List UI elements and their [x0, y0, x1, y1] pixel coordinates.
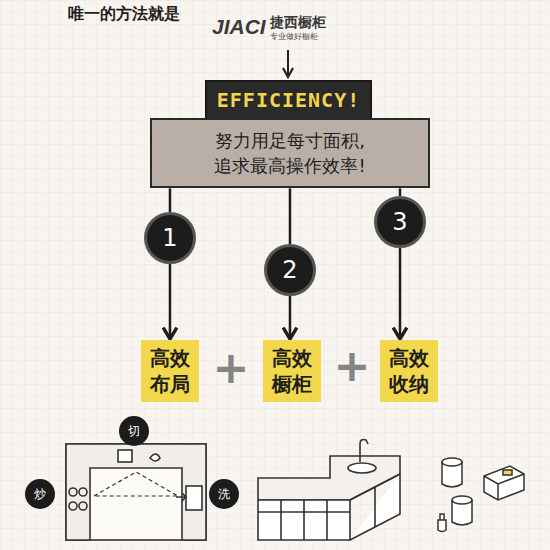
- node-text: 2: [282, 256, 297, 284]
- node-text: EFFICIENCY!: [217, 88, 360, 112]
- lead-text: 唯一的方法就是: [68, 6, 180, 22]
- task-marker: 洗: [209, 479, 239, 509]
- node-text: 高效布局: [150, 345, 190, 397]
- connector: [399, 188, 402, 196]
- watermark: JIACI: [212, 16, 266, 37]
- node-text: 1: [162, 224, 177, 252]
- connector: [289, 188, 292, 244]
- cabinet-drawing: [258, 440, 400, 541]
- watermark: 捷西橱柜: [270, 15, 326, 29]
- callout-number: 1: [144, 212, 196, 264]
- node-text: 高效收纳: [389, 345, 429, 397]
- connector: [289, 296, 292, 339]
- lead-arrow: [287, 50, 289, 77]
- callout-number: 2: [264, 244, 316, 296]
- storage-items: [438, 458, 524, 532]
- node-text: 切: [128, 423, 140, 440]
- task-marker: 切: [119, 416, 149, 446]
- title-banner: EFFICIENCY!: [205, 80, 372, 120]
- result-box: 高效布局: [141, 340, 199, 402]
- kitchen-plan: [66, 444, 206, 540]
- node-text: 洗: [218, 486, 230, 503]
- statement-box: 努力用足每寸面积, 追求最高操作效率!: [150, 118, 430, 188]
- plus-sign: +: [213, 346, 250, 390]
- result-box: 高效橱柜: [263, 340, 321, 402]
- result-box: 高效收纳: [380, 340, 438, 402]
- callout-number: 3: [374, 196, 426, 248]
- node-text: 努力用足每寸面积, 追求最高操作效率!: [214, 130, 365, 176]
- plus-sign: +: [334, 344, 371, 388]
- connector: [169, 188, 172, 212]
- connector: [399, 248, 402, 339]
- connector: [169, 264, 172, 339]
- task-marker: 炒: [25, 479, 55, 509]
- watermark: 专业做好橱柜: [270, 33, 318, 41]
- node-text: 高效橱柜: [272, 345, 312, 397]
- node-text: 炒: [34, 486, 46, 503]
- node-text: 3: [392, 208, 407, 236]
